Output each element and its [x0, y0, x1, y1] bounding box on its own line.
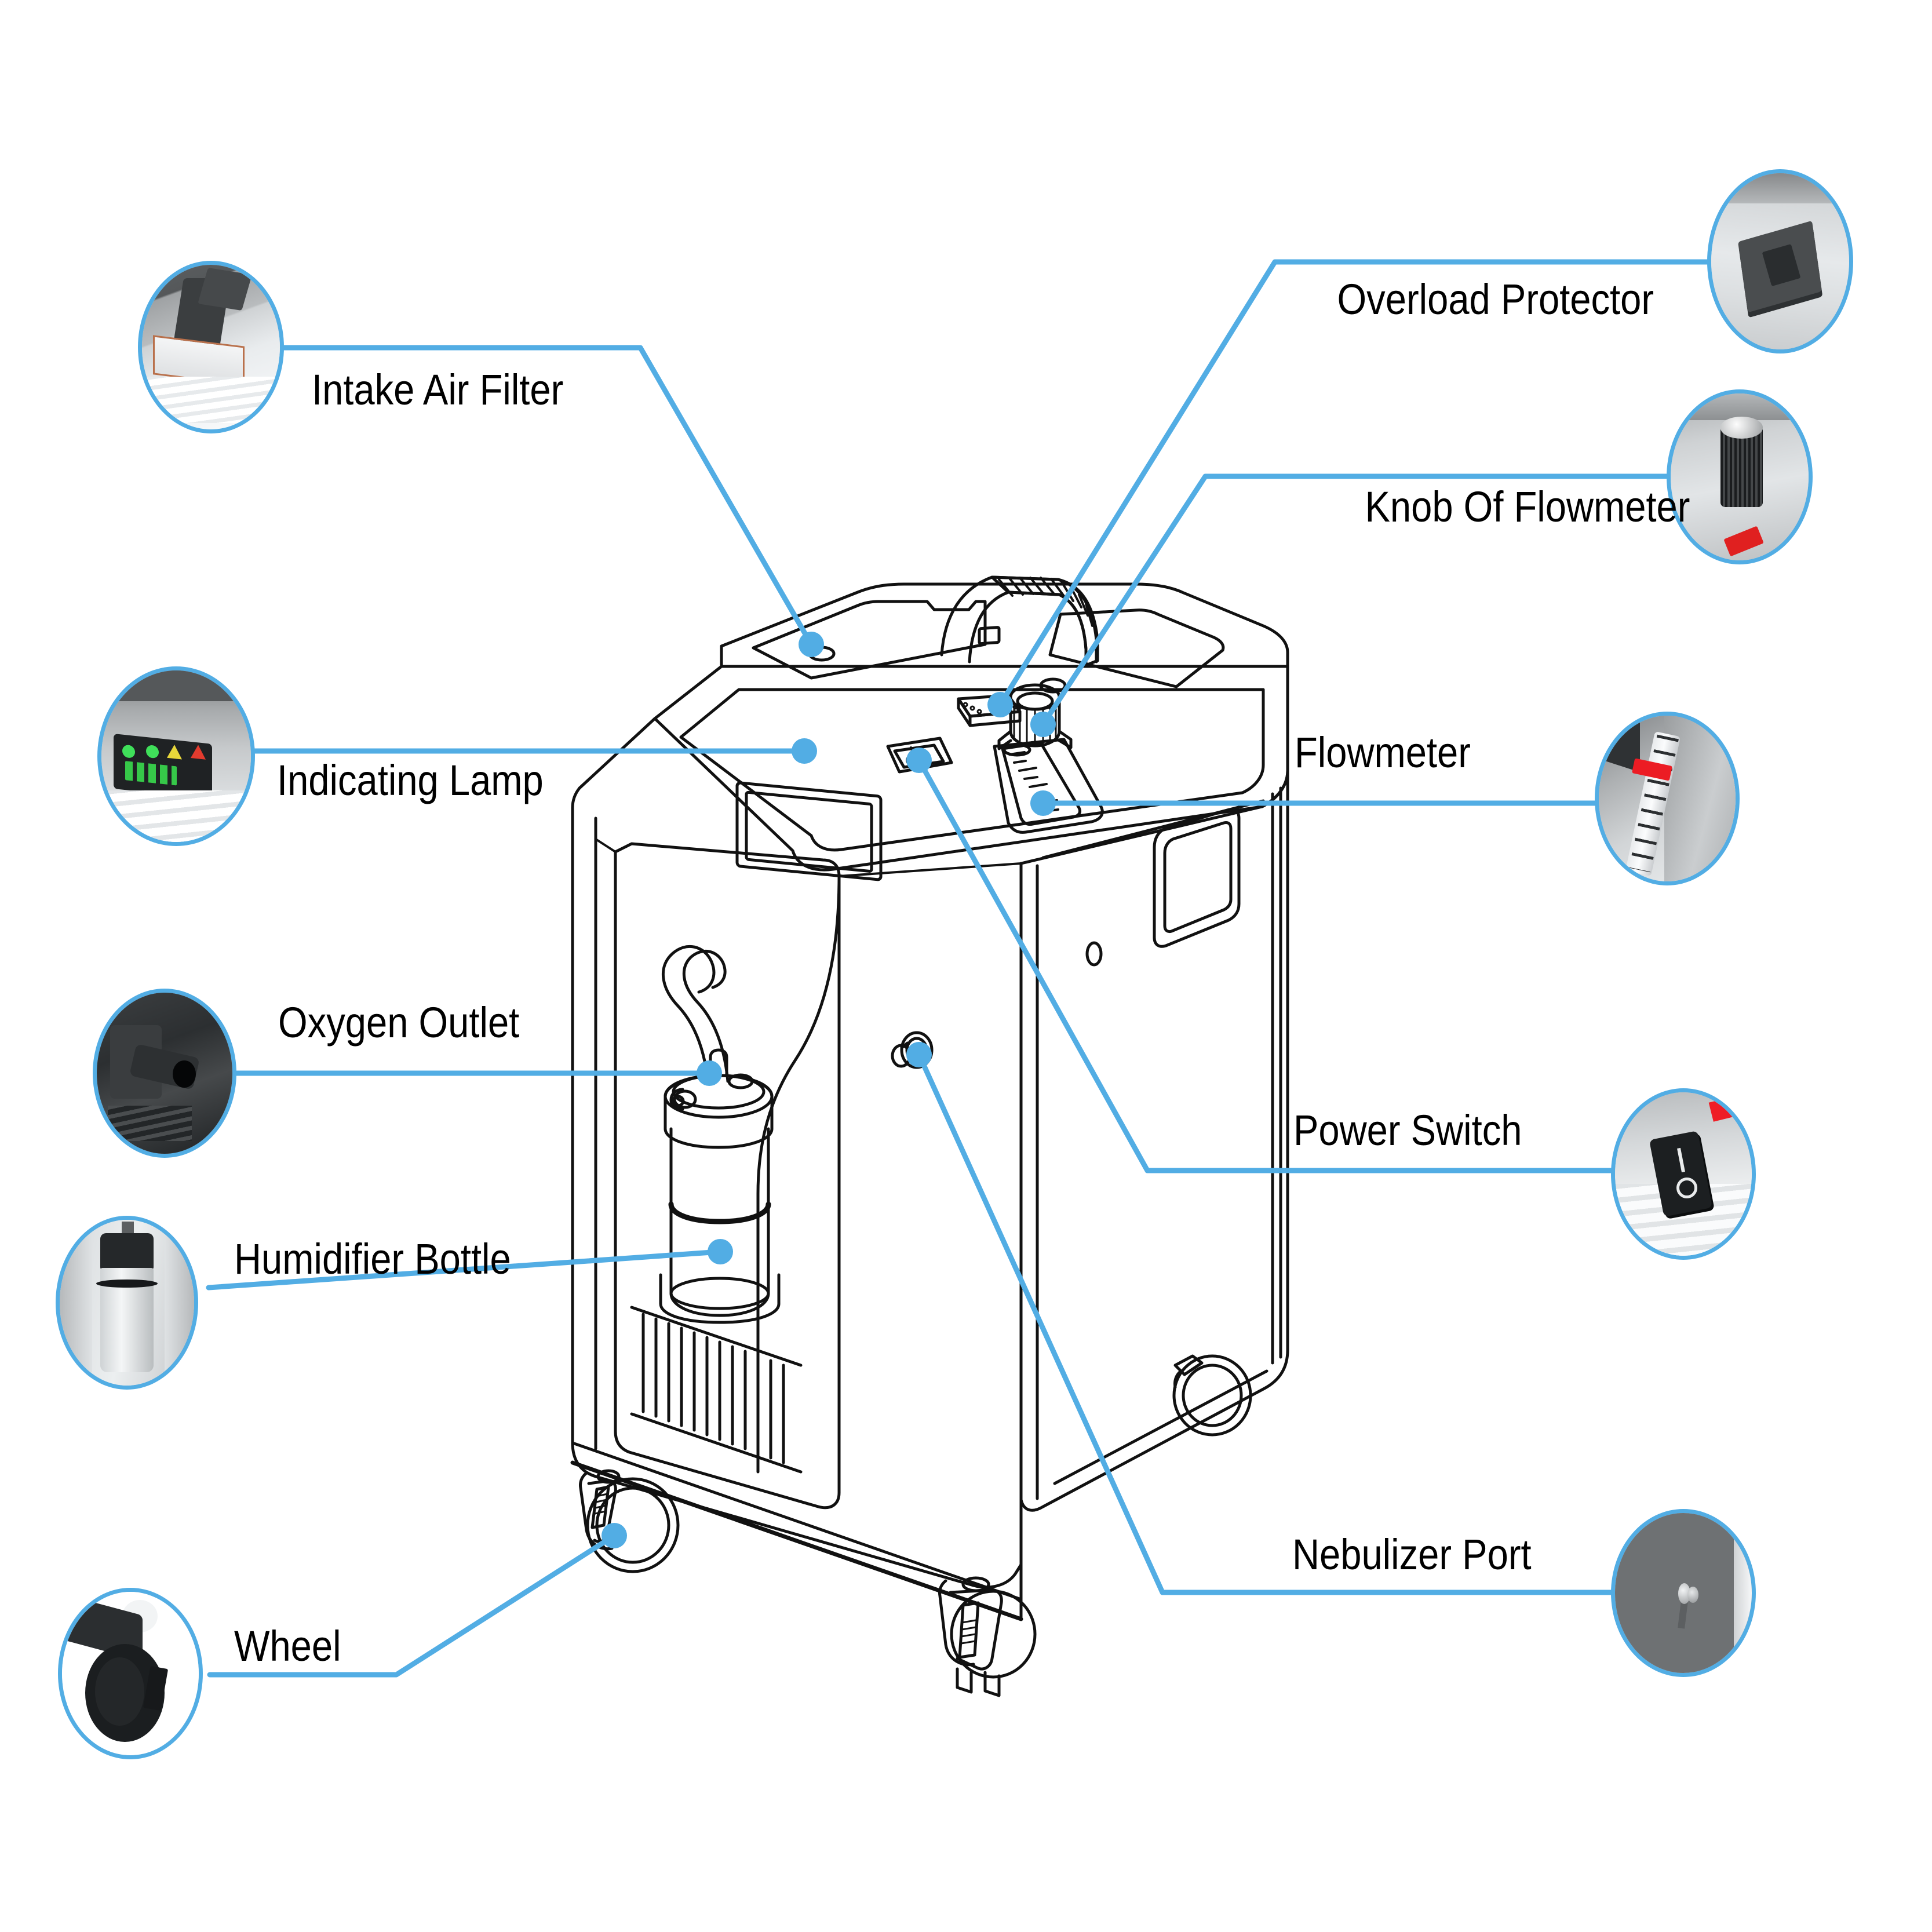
dot-indicating-lamp: [792, 738, 817, 764]
leader-endpoint-dots: [602, 632, 1056, 1548]
label-nebulizer-port: Nebulizer Port: [1292, 1530, 1532, 1579]
label-intake-air-filter: Intake Air Filter: [312, 366, 564, 414]
humidifier-jar: [669, 1127, 770, 1317]
thumbnail-power-switch[interactable]: [1611, 1088, 1756, 1260]
thumbnail-overload-protector[interactable]: [1707, 169, 1853, 353]
display-panel: [735, 781, 883, 881]
label-indicating-lamp: Indicating Lamp: [277, 756, 544, 804]
top-right-panel: [1048, 608, 1225, 688]
leader-wheel: [207, 1533, 617, 1678]
right-side-panel: [1019, 769, 1289, 1512]
label-flowmeter: Flowmeter: [1295, 728, 1471, 777]
power-switch-photo: [1615, 1092, 1752, 1256]
leader-overload-protector: [997, 259, 1712, 708]
dot-knob-of-flowmeter: [1030, 712, 1056, 737]
thumbnail-intake-air-filter[interactable]: [138, 261, 284, 433]
oxygen-tubing: [661, 945, 716, 1085]
dot-intake-air-filter: [799, 632, 824, 657]
indicating-lamp-photo: [101, 670, 251, 842]
flowmeter-photo: [1599, 716, 1736, 881]
cabinet-body: [571, 786, 1023, 1589]
thumbnail-knob-of-flowmeter[interactable]: [1667, 389, 1813, 564]
humidifier-bottle-photo: [60, 1220, 194, 1386]
dot-flowmeter: [1030, 790, 1056, 816]
front-left-caster: [579, 1469, 680, 1573]
dot-wheel: [602, 1523, 627, 1548]
flowmeter-recess: [993, 738, 1104, 834]
flowmeter-knob-photo: [1671, 393, 1809, 560]
intake-air-filter-photo: [142, 265, 280, 429]
label-power-switch: Power Switch: [1293, 1106, 1522, 1154]
thumbnail-indicating-lamp[interactable]: [97, 666, 255, 846]
thumbnail-wheel[interactable]: [58, 1588, 203, 1759]
label-knob-of-flowmeter: Knob Of Flowmeter: [1365, 483, 1690, 531]
side-grip-handle: [1153, 808, 1241, 948]
leader-power-switch: [916, 757, 1620, 1173]
dot-nebulizer-port: [906, 1042, 932, 1067]
thumbnail-oxygen-outlet[interactable]: [93, 989, 236, 1158]
rear-caster: [1172, 1354, 1252, 1437]
wheel-photo: [62, 1592, 199, 1755]
dot-humidifier-bottle: [708, 1239, 733, 1264]
leader-humidifier-bottle: [206, 1249, 723, 1291]
label-overload-protector: Overload Protector: [1337, 275, 1654, 323]
top-cover: [720, 582, 1289, 668]
overload-protector-photo: [1711, 173, 1849, 349]
intake-air-filter-cover: [752, 600, 987, 680]
humidifier-bay: [614, 842, 841, 1510]
nebulizer-port-photo: [1615, 1513, 1752, 1673]
dot-oxygen-outlet: [697, 1060, 722, 1086]
label-wheel: Wheel: [234, 1622, 341, 1670]
front-right-caster: [938, 1576, 1037, 1697]
side-panel-hole: [1085, 941, 1103, 967]
dot-overload-protector: [987, 692, 1013, 717]
thumbnail-nebulizer-port[interactable]: [1611, 1509, 1756, 1677]
vent-louvers: [641, 1313, 785, 1464]
leader-intake-air-filter: [280, 345, 814, 647]
thumbnail-humidifier-bottle[interactable]: [56, 1216, 198, 1390]
label-humidifier-bottle: Humidifier Bottle: [234, 1235, 511, 1283]
dot-power-switch: [906, 748, 932, 773]
flowmeter-tube: [1001, 741, 1082, 826]
oxygen-outlet-photo: [97, 993, 232, 1154]
thumbnail-flowmeter[interactable]: [1595, 712, 1740, 885]
label-oxygen-outlet: Oxygen Outlet: [278, 998, 520, 1047]
leader-nebulizer-port: [916, 1052, 1620, 1595]
base-rail: [571, 1441, 1023, 1601]
leader-knob-of-flowmeter: [1040, 473, 1672, 727]
